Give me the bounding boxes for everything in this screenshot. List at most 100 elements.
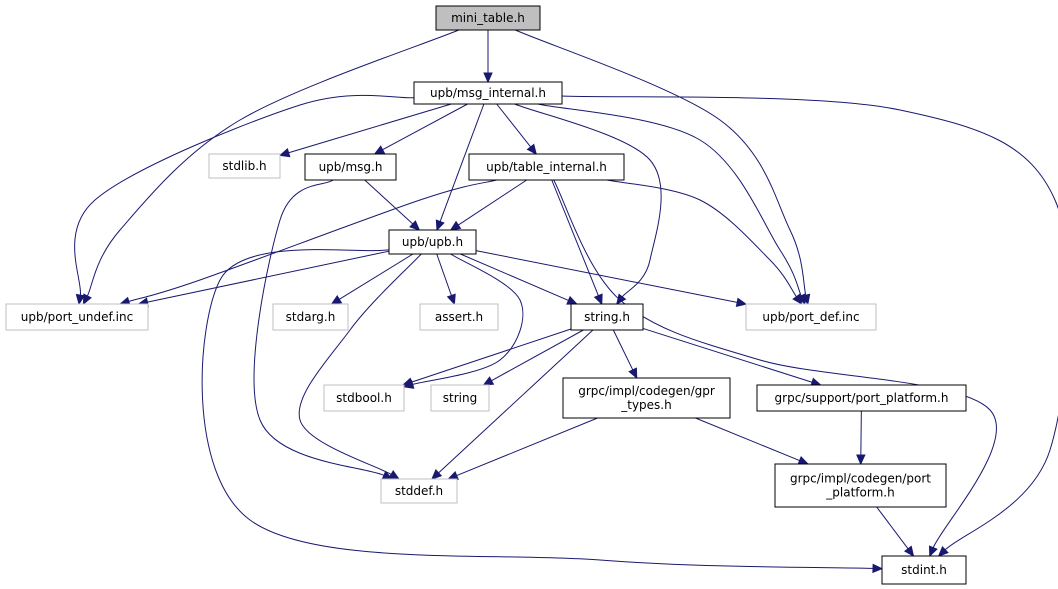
edge-line bbox=[439, 103, 485, 222]
edge-line bbox=[201, 249, 874, 569]
edge-line bbox=[438, 329, 594, 474]
node-gpr-types-h[interactable]: grpc/impl/codegen/gpr_types.h bbox=[562, 377, 731, 419]
node-box bbox=[413, 81, 563, 105]
edge-line bbox=[288, 103, 452, 154]
edge-msg_internal_h-to-table_internal_h bbox=[496, 103, 537, 155]
node-stdlib-h[interactable]: stdlib.h bbox=[208, 153, 281, 179]
node-label: stdarg.h bbox=[286, 310, 336, 324]
edge-line bbox=[412, 253, 524, 385]
node-port-def-inc[interactable]: upb/port_def.inc bbox=[745, 303, 877, 331]
node-box bbox=[419, 303, 499, 331]
edge-line bbox=[551, 179, 599, 296]
node-label: mini_table.h bbox=[451, 11, 525, 25]
node-mini-table-h[interactable]: mini_table.h bbox=[435, 5, 541, 31]
edge-arrowhead bbox=[566, 295, 578, 305]
node-stdarg-h[interactable]: stdarg.h bbox=[272, 303, 349, 331]
node-label: _platform.h bbox=[825, 486, 894, 500]
edge-line bbox=[612, 329, 634, 371]
node-string-h[interactable]: string.h bbox=[570, 303, 644, 331]
edge-line bbox=[128, 179, 497, 302]
node-label: grpc/support/port_platform.h bbox=[775, 391, 949, 405]
edge-arrowhead bbox=[435, 219, 445, 232]
node-label: _types.h bbox=[620, 398, 671, 412]
edge-arrowhead bbox=[330, 294, 343, 305]
node-support-port-platform-h[interactable]: grpc/support/port_platform.h bbox=[756, 384, 967, 412]
node-stdbool-h[interactable]: stdbool.h bbox=[323, 384, 405, 412]
node-box bbox=[745, 303, 877, 331]
edge-upb_h-to-port_undef_inc bbox=[137, 250, 390, 307]
edge-upb_h-to-assert_h bbox=[436, 253, 456, 306]
edge-line bbox=[339, 253, 414, 300]
edge-line bbox=[606, 179, 797, 297]
node-box bbox=[323, 384, 405, 412]
edge-line bbox=[147, 250, 390, 303]
edge-arrowhead bbox=[388, 470, 400, 480]
edge-string_h-to-support_port_platform_h bbox=[642, 327, 822, 387]
edge-line bbox=[456, 417, 598, 477]
edge-arrowhead bbox=[792, 293, 803, 305]
node-label: upb/table_internal.h bbox=[486, 160, 607, 174]
edge-line bbox=[382, 103, 468, 151]
node-label: grpc/impl/codegen/port bbox=[790, 472, 931, 486]
node-box bbox=[468, 153, 625, 181]
edge-line bbox=[860, 410, 862, 456]
edge-mini_table_h-to-msg_internal_h bbox=[483, 30, 493, 84]
node-stddef-h[interactable]: stddef.h bbox=[380, 478, 458, 504]
edge-arrowhead bbox=[75, 293, 86, 306]
edge-arrowhead bbox=[446, 293, 456, 306]
node-box bbox=[430, 384, 490, 412]
edge-gpr_types_h-to-stddef_h bbox=[447, 417, 598, 480]
edge-line bbox=[74, 94, 415, 296]
node-label: upb/msg.h bbox=[319, 160, 383, 174]
edge-msg_h-to-upb_h bbox=[364, 179, 421, 231]
node-table-internal-h[interactable]: upb/table_internal.h bbox=[468, 153, 625, 181]
edge-upb_h-to-string_h bbox=[460, 253, 578, 305]
edge-line bbox=[491, 329, 584, 382]
edge-msg_internal_h-to-port_def_inc bbox=[537, 103, 806, 306]
edge-line bbox=[475, 250, 738, 303]
edge-table_internal_h-to-string_h bbox=[551, 179, 603, 306]
node-box bbox=[435, 5, 541, 31]
node-stdint-h[interactable]: stdint.h bbox=[881, 555, 967, 585]
edge-arrowhead bbox=[82, 293, 92, 306]
edge-line bbox=[514, 103, 662, 298]
nodes-layer: mini_table.h upb/msg_internal.h upb/port_u… bbox=[5, 5, 967, 585]
node-port-undef-inc[interactable]: upb/port_undef.inc bbox=[5, 303, 149, 331]
node-codegen-port-platform-h[interactable]: grpc/impl/codegen/port_platform.h bbox=[774, 463, 947, 508]
edges-layer bbox=[74, 29, 1058, 574]
edge-line bbox=[561, 95, 1058, 551]
edge-arrowhead bbox=[373, 145, 386, 155]
edge-arrowhead bbox=[483, 72, 493, 84]
node-assert-h[interactable]: assert.h bbox=[419, 303, 499, 331]
edge-line bbox=[364, 179, 414, 225]
node-label: upb/port_def.inc bbox=[762, 310, 859, 324]
edge-msg_internal_h-to-port_undef_inc bbox=[74, 94, 415, 306]
edge-string_h-to-string bbox=[482, 329, 584, 386]
edge-arrowhead bbox=[278, 148, 291, 158]
edge-line bbox=[642, 327, 813, 383]
edge-line bbox=[496, 103, 532, 148]
edge-string_h-to-stddef_h bbox=[431, 329, 594, 480]
edge-arrowhead bbox=[628, 367, 638, 380]
edge-arrowhead bbox=[593, 293, 603, 306]
node-msg-internal-h[interactable]: upb/msg_internal.h bbox=[413, 81, 563, 105]
edge-line bbox=[436, 253, 452, 296]
node-box bbox=[380, 478, 458, 504]
node-label: stdbool.h bbox=[336, 391, 392, 405]
edge-line bbox=[460, 253, 569, 301]
node-box bbox=[756, 384, 967, 412]
edge-arrowhead bbox=[928, 545, 938, 558]
edge-arrowhead bbox=[409, 220, 421, 231]
edge-line bbox=[515, 29, 807, 296]
node-msg-h[interactable]: upb/msg.h bbox=[304, 153, 397, 181]
edge-mini_table_h-to-port_undef_inc bbox=[82, 29, 460, 306]
edge-arrowhead bbox=[526, 143, 537, 155]
edge-msg_internal_h-to-string_h bbox=[514, 103, 662, 305]
node-box bbox=[272, 303, 349, 331]
node-string[interactable]: string bbox=[430, 384, 490, 412]
edge-line bbox=[411, 328, 572, 383]
node-label: stddef.h bbox=[395, 484, 443, 498]
edge-arrowhead bbox=[449, 220, 462, 231]
node-box bbox=[881, 555, 967, 585]
node-upb-h[interactable]: upb/upb.h bbox=[388, 229, 477, 255]
